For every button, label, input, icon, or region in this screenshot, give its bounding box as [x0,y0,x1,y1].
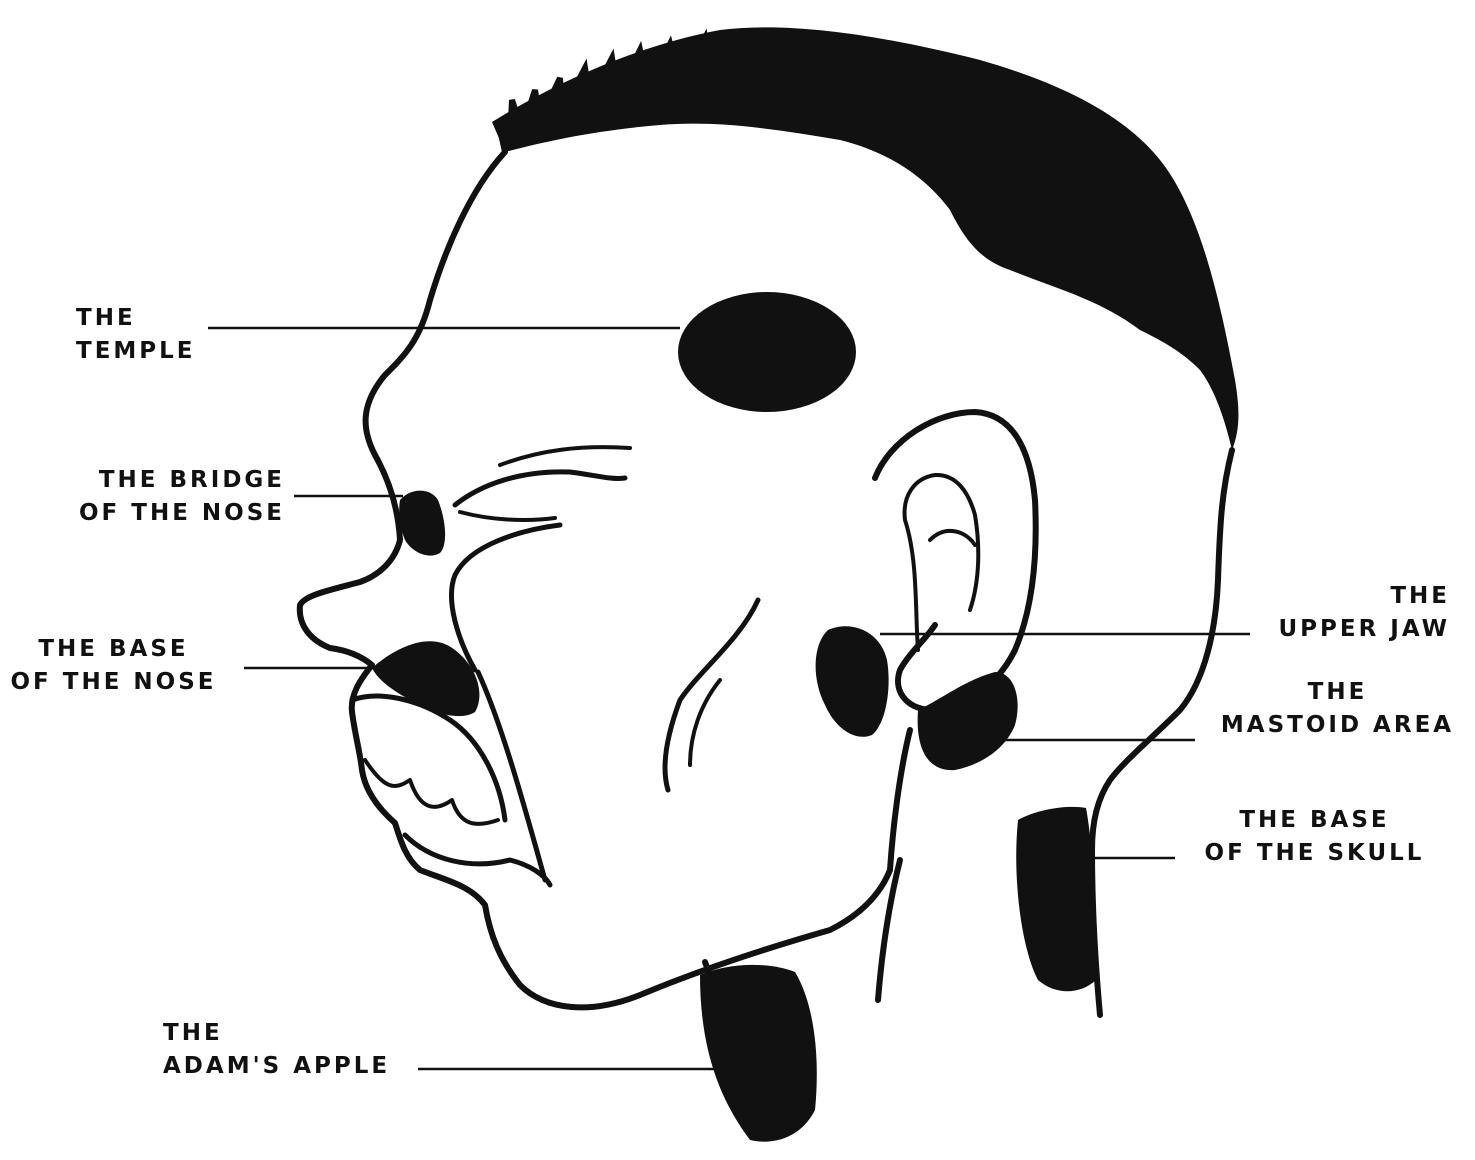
eye-lower-lid [460,512,555,520]
cheek-crease [452,525,560,670]
ear-outer [875,412,1036,710]
front-neck [878,860,900,1000]
label-temple-line1: THE [76,302,196,335]
label-upper-jaw-line2: UPPER JAW [1255,613,1450,646]
pressure-points [372,292,1096,1142]
label-adams-apple-line1: THE [163,1017,390,1050]
base-skull-spot [1016,807,1096,991]
lower-lip [405,835,550,885]
label-base-skull: THE BASE OF THE SKULL [1182,804,1447,870]
label-base-skull-line2: OF THE SKULL [1182,837,1447,870]
label-base-skull-line1: THE BASE [1182,804,1447,837]
eye-crease [500,447,630,465]
label-bridge: THE BRIDGE OF THE NOSE [60,464,285,530]
ear-inner [905,475,979,650]
label-adams-apple-line2: ADAM'S APPLE [163,1050,390,1083]
eye-upper-lid [455,472,625,505]
temple-spot [678,292,856,412]
label-mastoid-line2: MASTOID AREA [1205,709,1470,742]
label-base-nose-line1: THE BASE [6,633,221,666]
label-mastoid-line1: THE [1205,676,1470,709]
label-adams-apple: THE ADAM'S APPLE [163,1017,390,1083]
label-mastoid: THE MASTOID AREA [1205,676,1470,742]
bridge-spot [399,491,445,556]
hair [492,27,1238,450]
mouth-crease [478,672,545,880]
label-base-nose-line2: OF THE NOSE [6,666,221,699]
label-bridge-line1: THE BRIDGE [60,464,285,497]
face-profile [300,152,910,1007]
label-upper-jaw: THE UPPER JAW [1255,580,1450,646]
label-bridge-line2: OF THE NOSE [60,497,285,530]
label-temple: THE TEMPLE [76,302,196,368]
label-temple-line2: TEMPLE [76,335,196,368]
ear-fold [930,531,975,545]
adams-apple-spot [700,965,817,1142]
jaw-line-inner [690,680,720,765]
label-upper-jaw-line1: THE [1255,580,1450,613]
upper-jaw-spot [816,626,889,737]
label-base-nose: THE BASE OF THE NOSE [6,633,221,699]
mastoid-spot [918,672,1018,770]
